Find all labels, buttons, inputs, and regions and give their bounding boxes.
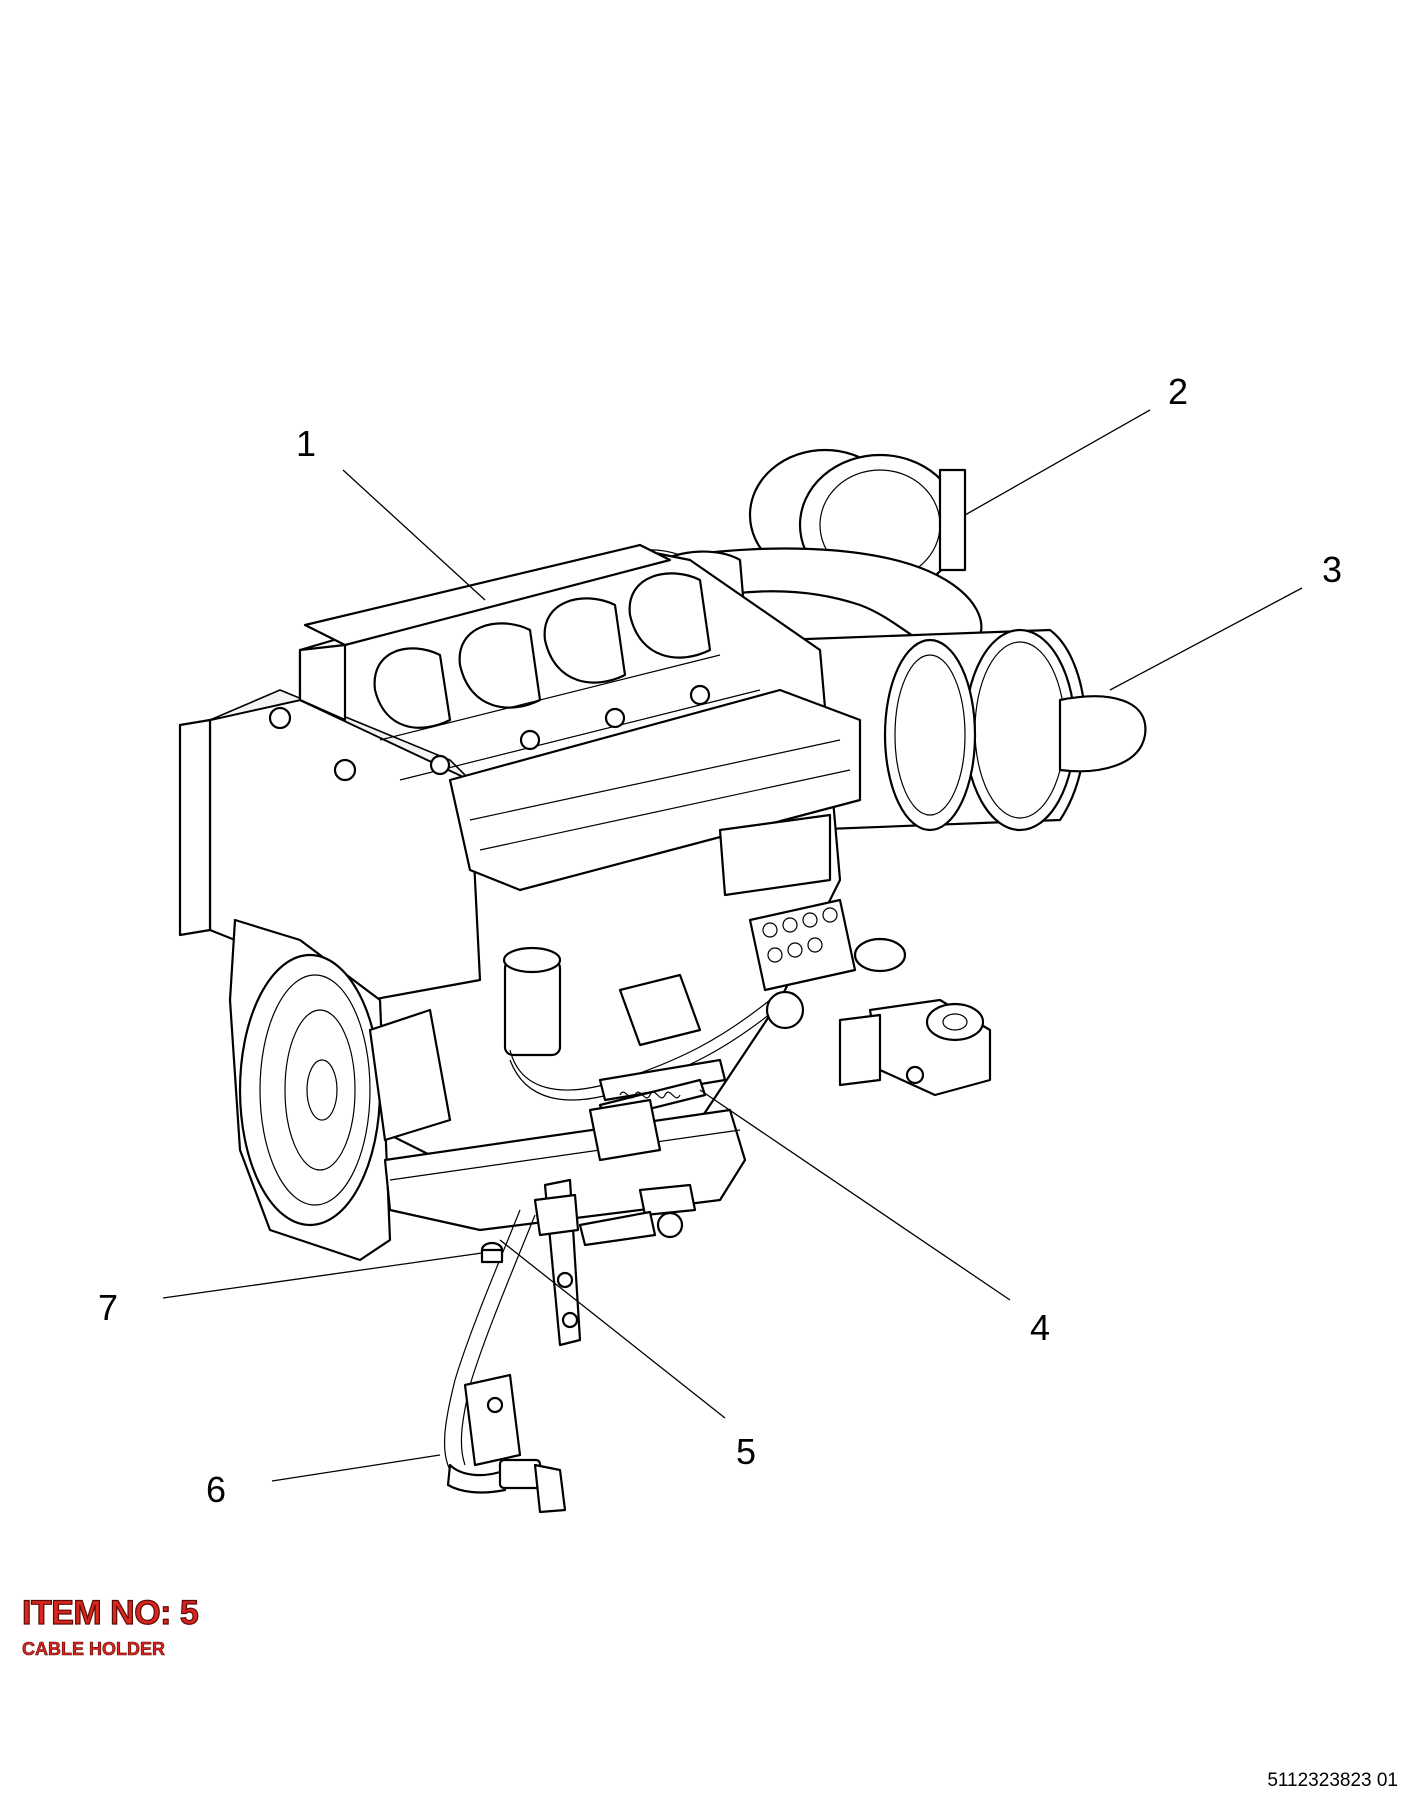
item-number-title: ITEM NO: 5	[21, 1594, 199, 1632]
engine-mount	[838, 998, 992, 1097]
leader-line-5	[499, 1239, 726, 1419]
callout-2: 2	[1168, 371, 1188, 412]
throttle-linkage	[588, 1078, 707, 1162]
callout-4: 4	[1030, 1307, 1050, 1348]
callout-numbers: 1 2 3 4 5 6 7	[98, 371, 1342, 1510]
oil-filler-cap	[853, 937, 907, 973]
plug-body	[480, 1248, 504, 1264]
callout-3: 3	[1322, 549, 1342, 590]
leader-line-3	[1109, 587, 1303, 691]
item-description: CABLE HOLDER	[22, 1639, 166, 1659]
drain-hose	[443, 1209, 567, 1514]
fuel-system	[502, 898, 857, 1102]
drawing-number: 5112323823 01	[1267, 1770, 1398, 1791]
leader-lines	[162, 409, 1303, 1482]
callout-7: 7	[98, 1287, 118, 1328]
leader-line-7	[162, 1252, 483, 1299]
flywheel-housing	[228, 918, 452, 1262]
cable-holder-bracket	[533, 1178, 657, 1347]
leader-line-1	[342, 469, 486, 601]
leader-line-6	[271, 1454, 441, 1482]
fan-housing	[778, 628, 1147, 832]
leader-line-4	[699, 1089, 1011, 1301]
callout-1: 1	[296, 423, 316, 464]
engine-illustration	[178, 448, 1147, 1514]
engine-block	[178, 543, 862, 1172]
callout-5: 5	[736, 1431, 756, 1472]
cylinder-heads	[268, 572, 761, 782]
callout-6: 6	[206, 1469, 226, 1510]
leader-line-2	[964, 409, 1151, 516]
